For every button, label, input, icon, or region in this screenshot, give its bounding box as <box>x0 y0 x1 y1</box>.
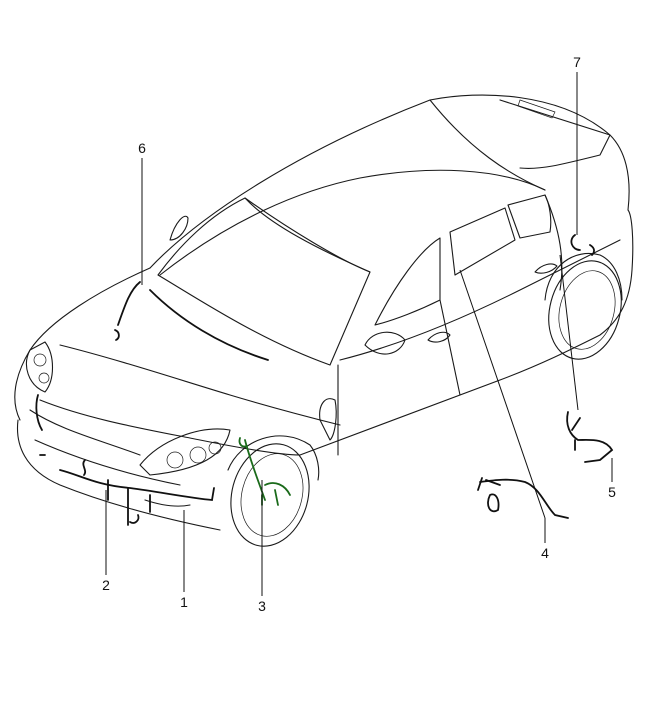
callout-labels: 1 2 3 4 5 6 7 <box>102 54 616 614</box>
callout-6: 6 <box>138 140 146 156</box>
callout-leaders <box>105 72 613 596</box>
callout-3: 3 <box>258 598 266 614</box>
callout-1: 1 <box>180 594 188 610</box>
harness-front-bumper <box>35 394 215 526</box>
callout-2: 2 <box>102 577 110 593</box>
harness-door <box>477 477 569 519</box>
callout-4: 4 <box>541 545 549 561</box>
callout-5: 5 <box>608 484 616 500</box>
car-body-outline <box>14 94 634 547</box>
harness-rear <box>566 234 614 463</box>
harness-front-wheel <box>238 437 291 506</box>
harness-hood <box>114 281 269 361</box>
callout-7: 7 <box>573 54 581 70</box>
